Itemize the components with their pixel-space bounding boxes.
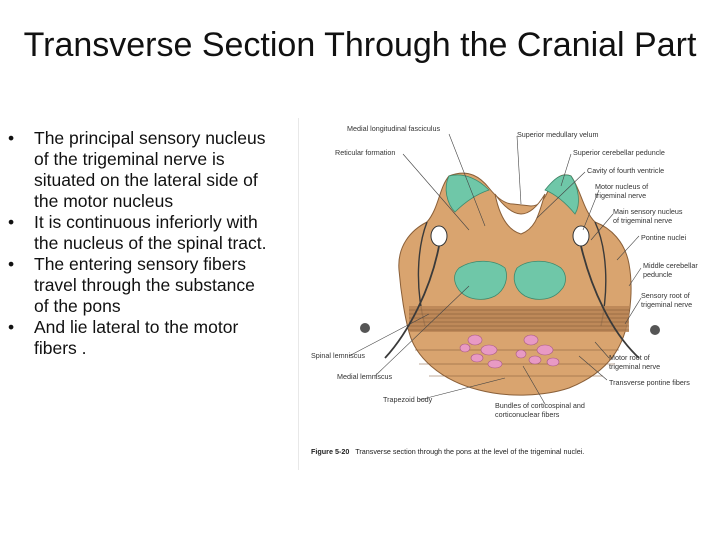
label-pontine-nuclei: Pontine nuclei [641, 233, 687, 242]
corticospinal-bundles [459, 334, 560, 369]
label-sensory-root-line1: Sensory root of [641, 291, 690, 300]
bullet-item: • The entering sensory fibers travel thro… [8, 254, 270, 317]
root-dot-left [360, 323, 370, 333]
bullet-text: The entering sensory fibers travel throu… [34, 254, 255, 316]
bullet-dot: • [8, 128, 15, 148]
label-medial-lemniscus: Medial lemniscus [337, 372, 393, 381]
tegmental-nucleus-left [454, 260, 507, 300]
leader-lines [348, 133, 642, 405]
bullet-text: It is continuous inferiorly with the nuc… [34, 212, 267, 253]
label-main-sensory-line1: Main sensory nucleus [613, 207, 683, 216]
root-dot-right [650, 325, 660, 335]
transverse-fiber-lines [409, 309, 629, 377]
label-superior-cerebellar-peduncle: Superior cerebellar peduncle [573, 148, 665, 157]
bullet-text: And lie lateral to the motor fibers . [34, 317, 239, 358]
figure-caption-number: Figure 5-20 [311, 447, 349, 456]
transverse-fiber-band [409, 306, 629, 332]
label-motor-nucleus-line1: Motor nucleus of [595, 182, 648, 191]
label-medial-longitudinal-fasciculus: Medial longitudinal fasciculus [347, 124, 440, 133]
bullet-item: • And lie lateral to the motor fibers . [8, 317, 270, 359]
figure-caption: Figure 5-20 Transverse section through t… [311, 447, 584, 456]
label-spinal-lemniscus: Spinal lemniscus [311, 351, 365, 360]
bullet-item: • It is continuous inferiorly with the nu… [8, 212, 270, 254]
label-main-sensory-line2: of trigeminal nerve [613, 216, 672, 225]
label-middle-cerebellar-line2: peduncle [643, 270, 672, 279]
pons-section-figure: Medial longitudinal fasciculus Reticular… [298, 118, 713, 470]
bullet-list: • The principal sensory nucleus of the tr… [8, 128, 270, 359]
pons-diagram: Medial longitudinal fasciculus Reticular… [311, 124, 698, 456]
label-bundles-line2: corticonuclear fibers [495, 410, 560, 419]
fourth-ventricle [494, 193, 546, 235]
figure-caption-text: Transverse section through the pons at t… [355, 447, 584, 456]
sensory-root-left [384, 245, 440, 359]
label-cavity-fourth-ventricle: Cavity of fourth ventricle [587, 166, 664, 175]
label-sensory-root-line2: trigeminal nerve [641, 300, 692, 309]
label-motor-nucleus-line2: trigeminal nerve [595, 191, 646, 200]
motor-nucleus-right [572, 225, 590, 247]
label-motor-root-line2: trigeminal nerve [609, 362, 660, 371]
label-middle-cerebellar-line1: Middle cerebellar [643, 261, 698, 270]
bullet-text: The principal sensory nucleus of the tri… [34, 128, 266, 211]
label-reticular-formation: Reticular formation [335, 148, 395, 157]
label-transverse-pontine-fibers: Transverse pontine fibers [609, 378, 690, 387]
bullet-item: • The principal sensory nucleus of the tr… [8, 128, 270, 212]
motor-nucleus-left [430, 225, 448, 247]
bullet-dot: • [8, 317, 15, 337]
sensory-root-right [580, 245, 640, 359]
bullet-dot: • [8, 254, 15, 274]
label-trapezoid-body: Trapezoid body [383, 395, 433, 404]
label-bundles-line1: Bundles of corticospinal and [495, 401, 585, 410]
label-motor-root-line1: Motor root of [609, 353, 650, 362]
tegmental-nucleus-right [513, 260, 566, 300]
slide-title: Transverse Section Through the Cranial P… [23, 26, 697, 64]
label-superior-medullary-velum: Superior medullary velum [517, 130, 599, 139]
bullet-dot: • [8, 212, 15, 232]
superior-cerebellar-peduncle-left [445, 174, 490, 213]
